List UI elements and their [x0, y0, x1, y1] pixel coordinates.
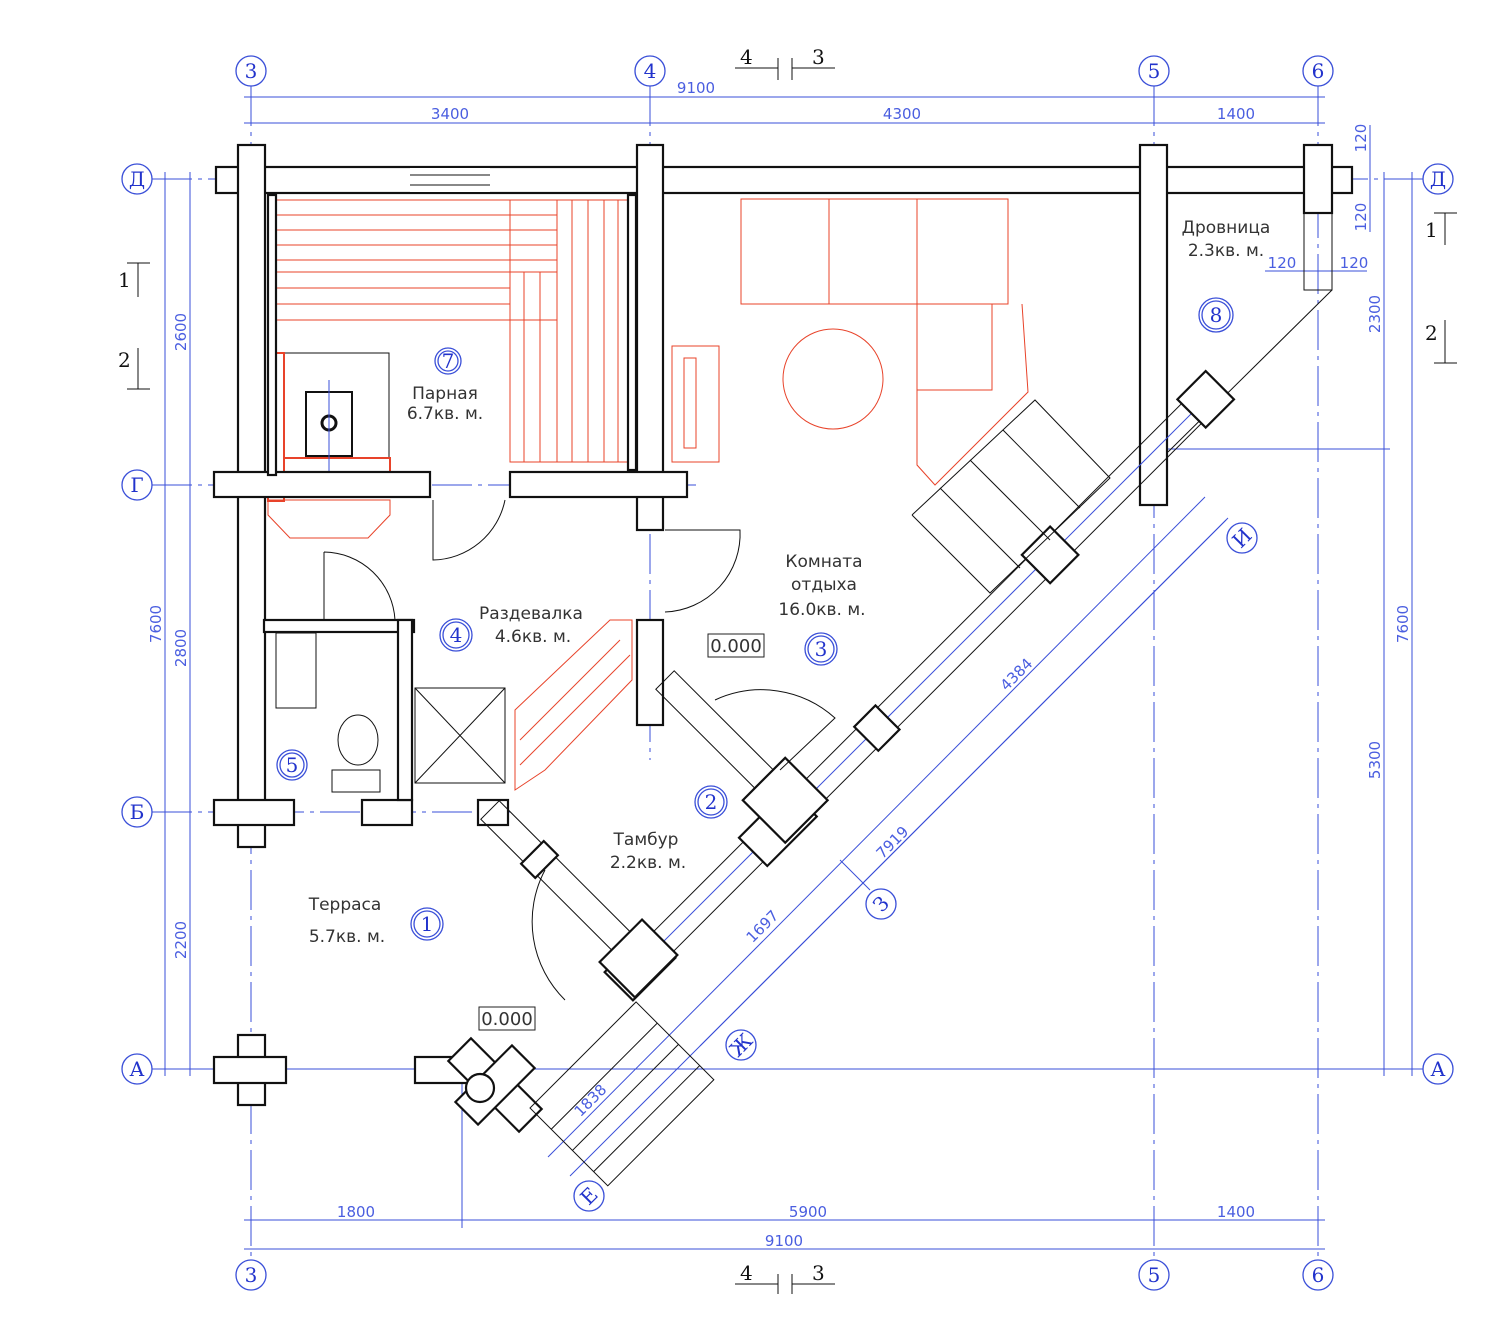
room-lounge: Комната отдыха 16.0кв. м. 3 — [778, 552, 866, 666]
room-name: Парная — [412, 384, 478, 404]
axis-B-left: Б — [130, 800, 145, 824]
axis-Zh: Ж — [725, 1028, 758, 1061]
section-4-bottom: 4 — [740, 1261, 753, 1285]
section-3-bottom: 3 — [812, 1261, 825, 1285]
dim-bottom-2: 5900 — [789, 1203, 827, 1221]
room-changing: Раздевалка 4.6кв. м. 4 — [439, 604, 583, 652]
walls — [212, 143, 1354, 1134]
section-2-right: 2 — [1425, 321, 1438, 345]
dim-small-2: 120 — [1352, 203, 1370, 232]
dim-small-4: 120 — [1340, 254, 1369, 272]
room-area: 2.2кв. м. — [610, 853, 686, 873]
section-marks: 4 3 4 3 1 2 1 2 — [118, 45, 1457, 1294]
axis-6-top: 6 — [1312, 59, 1325, 83]
dim-diag-3: 1697 — [743, 907, 783, 947]
stairs — [529, 399, 1111, 1187]
room-terrace: Терраса 5.7кв. м. 1 — [308, 895, 444, 947]
axis-6-bottom: 6 — [1312, 1263, 1325, 1287]
axis-5-top: 5 — [1148, 59, 1161, 83]
room-name-line2: отдыха — [791, 575, 857, 595]
changing-room-bench — [514, 619, 633, 791]
axis-3-bottom: 3 — [245, 1263, 258, 1287]
dim-small-1: 120 — [1352, 124, 1370, 153]
room-area: 2.3кв. м. — [1188, 241, 1264, 261]
room-vestibule: Тамбур 2.2кв. м. 2 — [610, 785, 728, 873]
dim-diag-2: 7919 — [873, 823, 913, 863]
doors — [323, 499, 836, 1001]
room-name: Дровница — [1182, 218, 1271, 238]
dim-left-2: 2800 — [172, 629, 190, 667]
room-area: 16.0кв. м. — [778, 600, 865, 620]
axis-D-left: Д — [129, 167, 145, 191]
dim-left-total: 7600 — [147, 605, 165, 643]
dim-diag-1: 4384 — [997, 655, 1037, 695]
room-name: Комната — [785, 552, 862, 572]
axis-4-top: 4 — [644, 59, 657, 83]
room-number: 7 — [442, 349, 455, 373]
room-area: 4.6кв. м. — [495, 627, 571, 647]
level-mark-terrace: 0.000 — [481, 1009, 533, 1030]
section-1-left: 1 — [118, 268, 131, 292]
dim-bottom-3: 1400 — [1217, 1203, 1255, 1221]
dim-right-1: 2300 — [1366, 295, 1384, 333]
room-name: Тамбур — [613, 830, 679, 850]
room-name: Раздевалка — [479, 604, 583, 624]
axis-A-left: А — [129, 1057, 144, 1081]
room-bathroom: 5 — [276, 749, 308, 781]
axis-D-right: Д — [1430, 167, 1446, 191]
dim-left-1: 2600 — [172, 313, 190, 351]
room-area: 6.7кв. м. — [407, 404, 483, 424]
dim-left-3: 2200 — [172, 921, 190, 959]
axis-bubbles: 3 4 5 6 3 5 6 Д Г Б А Д А И З Ж Е — [121, 55, 1454, 1291]
room-number: 3 — [815, 637, 828, 661]
room-steam-room: Парная 6.7кв. м. 7 — [407, 347, 483, 424]
dim-top-3: 1400 — [1217, 105, 1255, 123]
round-table — [782, 328, 884, 430]
room-area: 5.7кв. м. — [309, 927, 385, 947]
dim-top-total: 9100 — [677, 79, 715, 97]
room-number: 2 — [705, 790, 718, 814]
room-number: 1 — [421, 912, 434, 936]
axis-A-right: А — [1430, 1057, 1445, 1081]
room-name: Терраса — [308, 895, 382, 915]
stove — [267, 352, 391, 539]
axis-5-bottom: 5 — [1148, 1263, 1161, 1287]
axis-3-top: 3 — [245, 59, 258, 83]
dimension-lines — [164, 96, 1413, 1250]
axis-G-left: Г — [130, 473, 143, 497]
dim-bottom-total: 9100 — [765, 1232, 803, 1250]
dim-top-2: 4300 — [883, 105, 921, 123]
dim-right-2: 5300 — [1366, 741, 1384, 779]
dim-top-1: 3400 — [431, 105, 469, 123]
room-number: 8 — [1210, 303, 1223, 327]
section-4-top: 4 — [740, 45, 753, 69]
room-woodshed: Дровница 2.3кв. м. 8 — [1182, 218, 1271, 333]
section-1-right: 1 — [1425, 218, 1438, 242]
dim-small-3: 120 — [1268, 254, 1297, 272]
level-mark-lounge: 0.000 — [710, 636, 762, 657]
grid-axes — [152, 86, 1423, 1260]
dim-bottom-1: 1800 — [337, 1203, 375, 1221]
room-number: 4 — [450, 623, 463, 647]
lounge-furniture — [671, 198, 1029, 486]
section-3-top: 3 — [812, 45, 825, 69]
section-2-left: 2 — [118, 348, 131, 372]
dim-right-total: 7600 — [1394, 605, 1412, 643]
room-number: 5 — [286, 753, 299, 777]
